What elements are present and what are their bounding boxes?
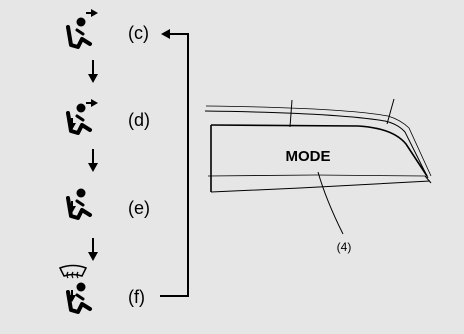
mode-label: MODE [286, 148, 331, 165]
mode-e-icon [66, 186, 92, 220]
windshield-defroster-icon [58, 264, 88, 279]
loop-back-arrow [160, 29, 189, 297]
mode-d-label: (d) [128, 110, 150, 130]
sequence-arrow-icon [88, 238, 98, 261]
mode-c-icon [66, 8, 99, 49]
mode-f-icon [66, 280, 92, 314]
mode-f-label: (f) [128, 287, 145, 307]
mode-d-icon [66, 98, 99, 135]
mode-c-label: (c) [128, 23, 149, 43]
sequence-arrow-icon [88, 149, 98, 172]
mode-button [204, 98, 432, 193]
callout-leader [317, 171, 344, 235]
callout-label: (4) [337, 240, 352, 254]
sequence-arrow-icon [88, 60, 98, 83]
mode-e-label: (e) [128, 198, 150, 218]
